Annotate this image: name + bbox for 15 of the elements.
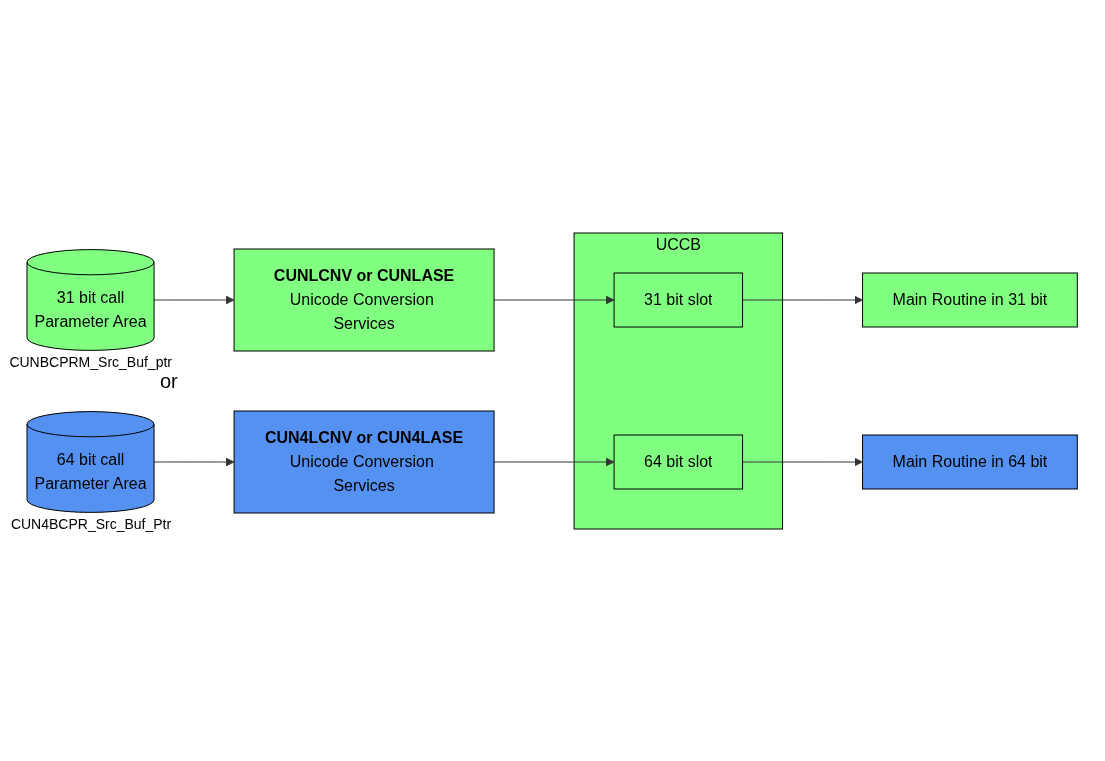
node-caption: CUN4BCPR_Src_Buf_Ptr	[10, 515, 172, 532]
arrow	[153, 457, 235, 466]
node-box: 31 bit slot	[613, 272, 744, 327]
note-text: or	[160, 370, 178, 393]
node-caption: CUNBCPRM_Src_Buf_ptr	[9, 353, 172, 370]
node-box: Main Routine in 64 bit	[862, 434, 1079, 489]
arrow	[153, 295, 235, 304]
node-box: 64 bit slot	[613, 434, 744, 489]
arrow	[493, 295, 615, 304]
node-box: CUNLCNV or CUNLASE Unicode Conversion Services	[233, 248, 495, 351]
arrow	[493, 457, 615, 466]
node-box: Main Routine in 31 bit	[862, 272, 1079, 327]
arrow	[742, 295, 864, 304]
node-box: CUN4LCNV or CUN4LASE Unicode Conversion Services	[233, 410, 495, 513]
arrow	[742, 457, 864, 466]
